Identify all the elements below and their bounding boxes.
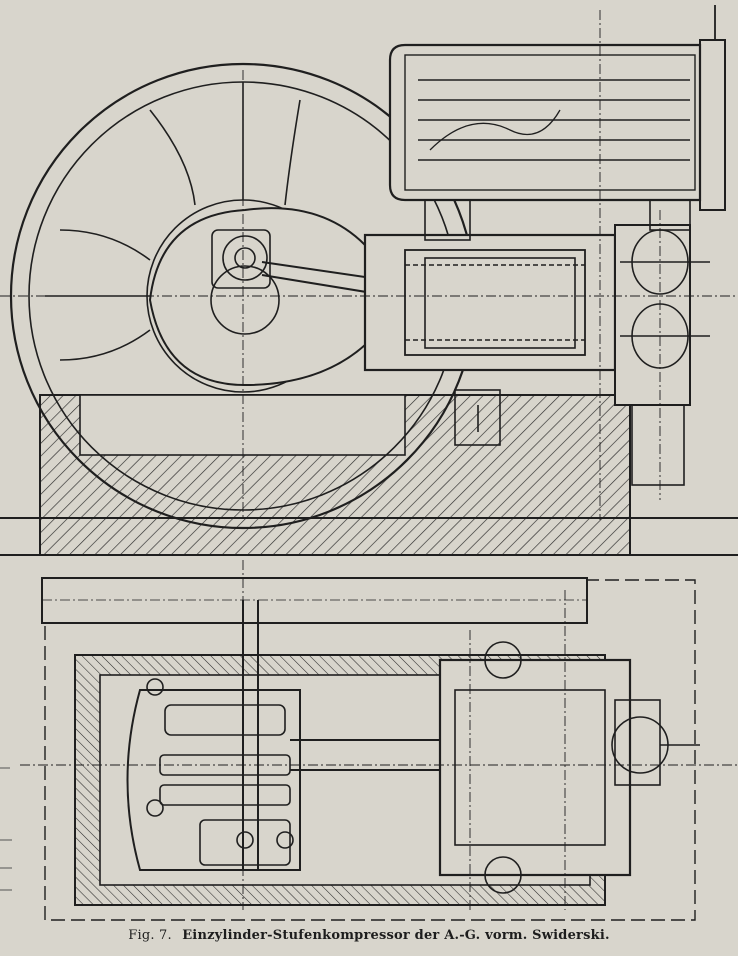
intercooler xyxy=(388,5,726,241)
cylinder-plan xyxy=(438,641,700,894)
center-lines xyxy=(0,10,738,520)
crankcase-plan xyxy=(126,600,301,871)
plan-center-lines xyxy=(20,560,738,910)
discharge-pipe xyxy=(454,389,501,446)
figure-title: Einzylinder-Stufenkompressor der A.-G. v… xyxy=(182,928,610,943)
foundation xyxy=(0,394,738,556)
margin-marks xyxy=(0,767,12,891)
crankcase xyxy=(148,207,366,387)
elevation-view xyxy=(0,5,738,556)
figure-number: Fig. 7. xyxy=(128,928,172,943)
figure-caption: Fig. 7. Einzylinder-Stufenkompressor der… xyxy=(0,928,738,943)
flywheel-plan xyxy=(41,577,588,624)
cylinder xyxy=(363,233,617,372)
valve-chest xyxy=(614,224,710,486)
plan-view xyxy=(20,560,738,921)
